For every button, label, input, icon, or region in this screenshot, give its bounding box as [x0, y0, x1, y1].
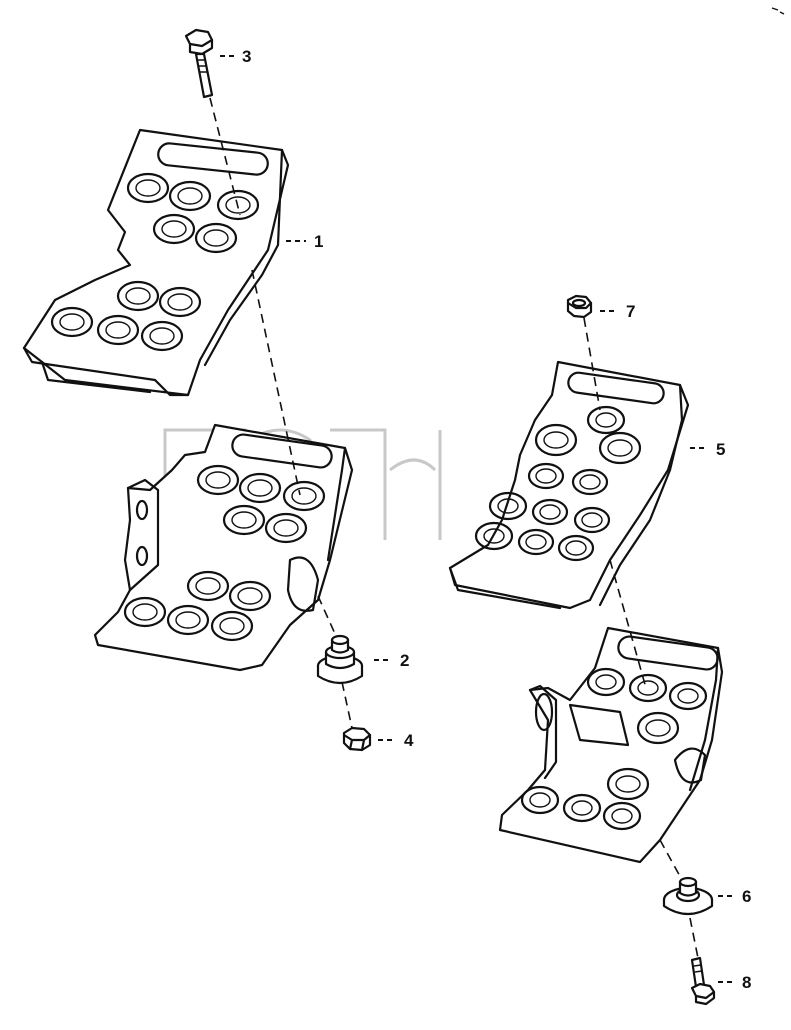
callout-2: 2 [400, 651, 409, 670]
bracket-lower-left [93, 423, 354, 672]
callout-8: 8 [742, 973, 751, 992]
holes-group-1 [50, 172, 260, 352]
bracket-part-1 [22, 128, 290, 397]
callout-leaders [220, 55, 734, 983]
callout-4: 4 [404, 731, 414, 750]
assembly-center-lines [209, 97, 699, 959]
bracket-lower-right [498, 626, 724, 864]
bolt-part-3 [184, 28, 214, 99]
callout-1: 1 [314, 232, 323, 251]
bolt-part-8 [690, 956, 716, 1006]
holes-group-5 [474, 405, 642, 562]
callout-7: 7 [626, 302, 635, 321]
callout-labels: 3 1 2 4 7 5 6 8 [242, 47, 751, 992]
holes-group-lower-right [520, 667, 708, 831]
corner-mark [771, 7, 785, 15]
nut-part-4 [342, 726, 372, 752]
bracket-part-5 [448, 360, 690, 610]
nut-part-7 [566, 294, 593, 319]
washer-part-6 [662, 876, 714, 916]
callout-5: 5 [716, 440, 725, 459]
holes-group-lower-left [123, 464, 326, 642]
callout-3: 3 [242, 47, 251, 66]
callout-6: 6 [742, 887, 751, 906]
bushing-part-2 [316, 634, 364, 685]
